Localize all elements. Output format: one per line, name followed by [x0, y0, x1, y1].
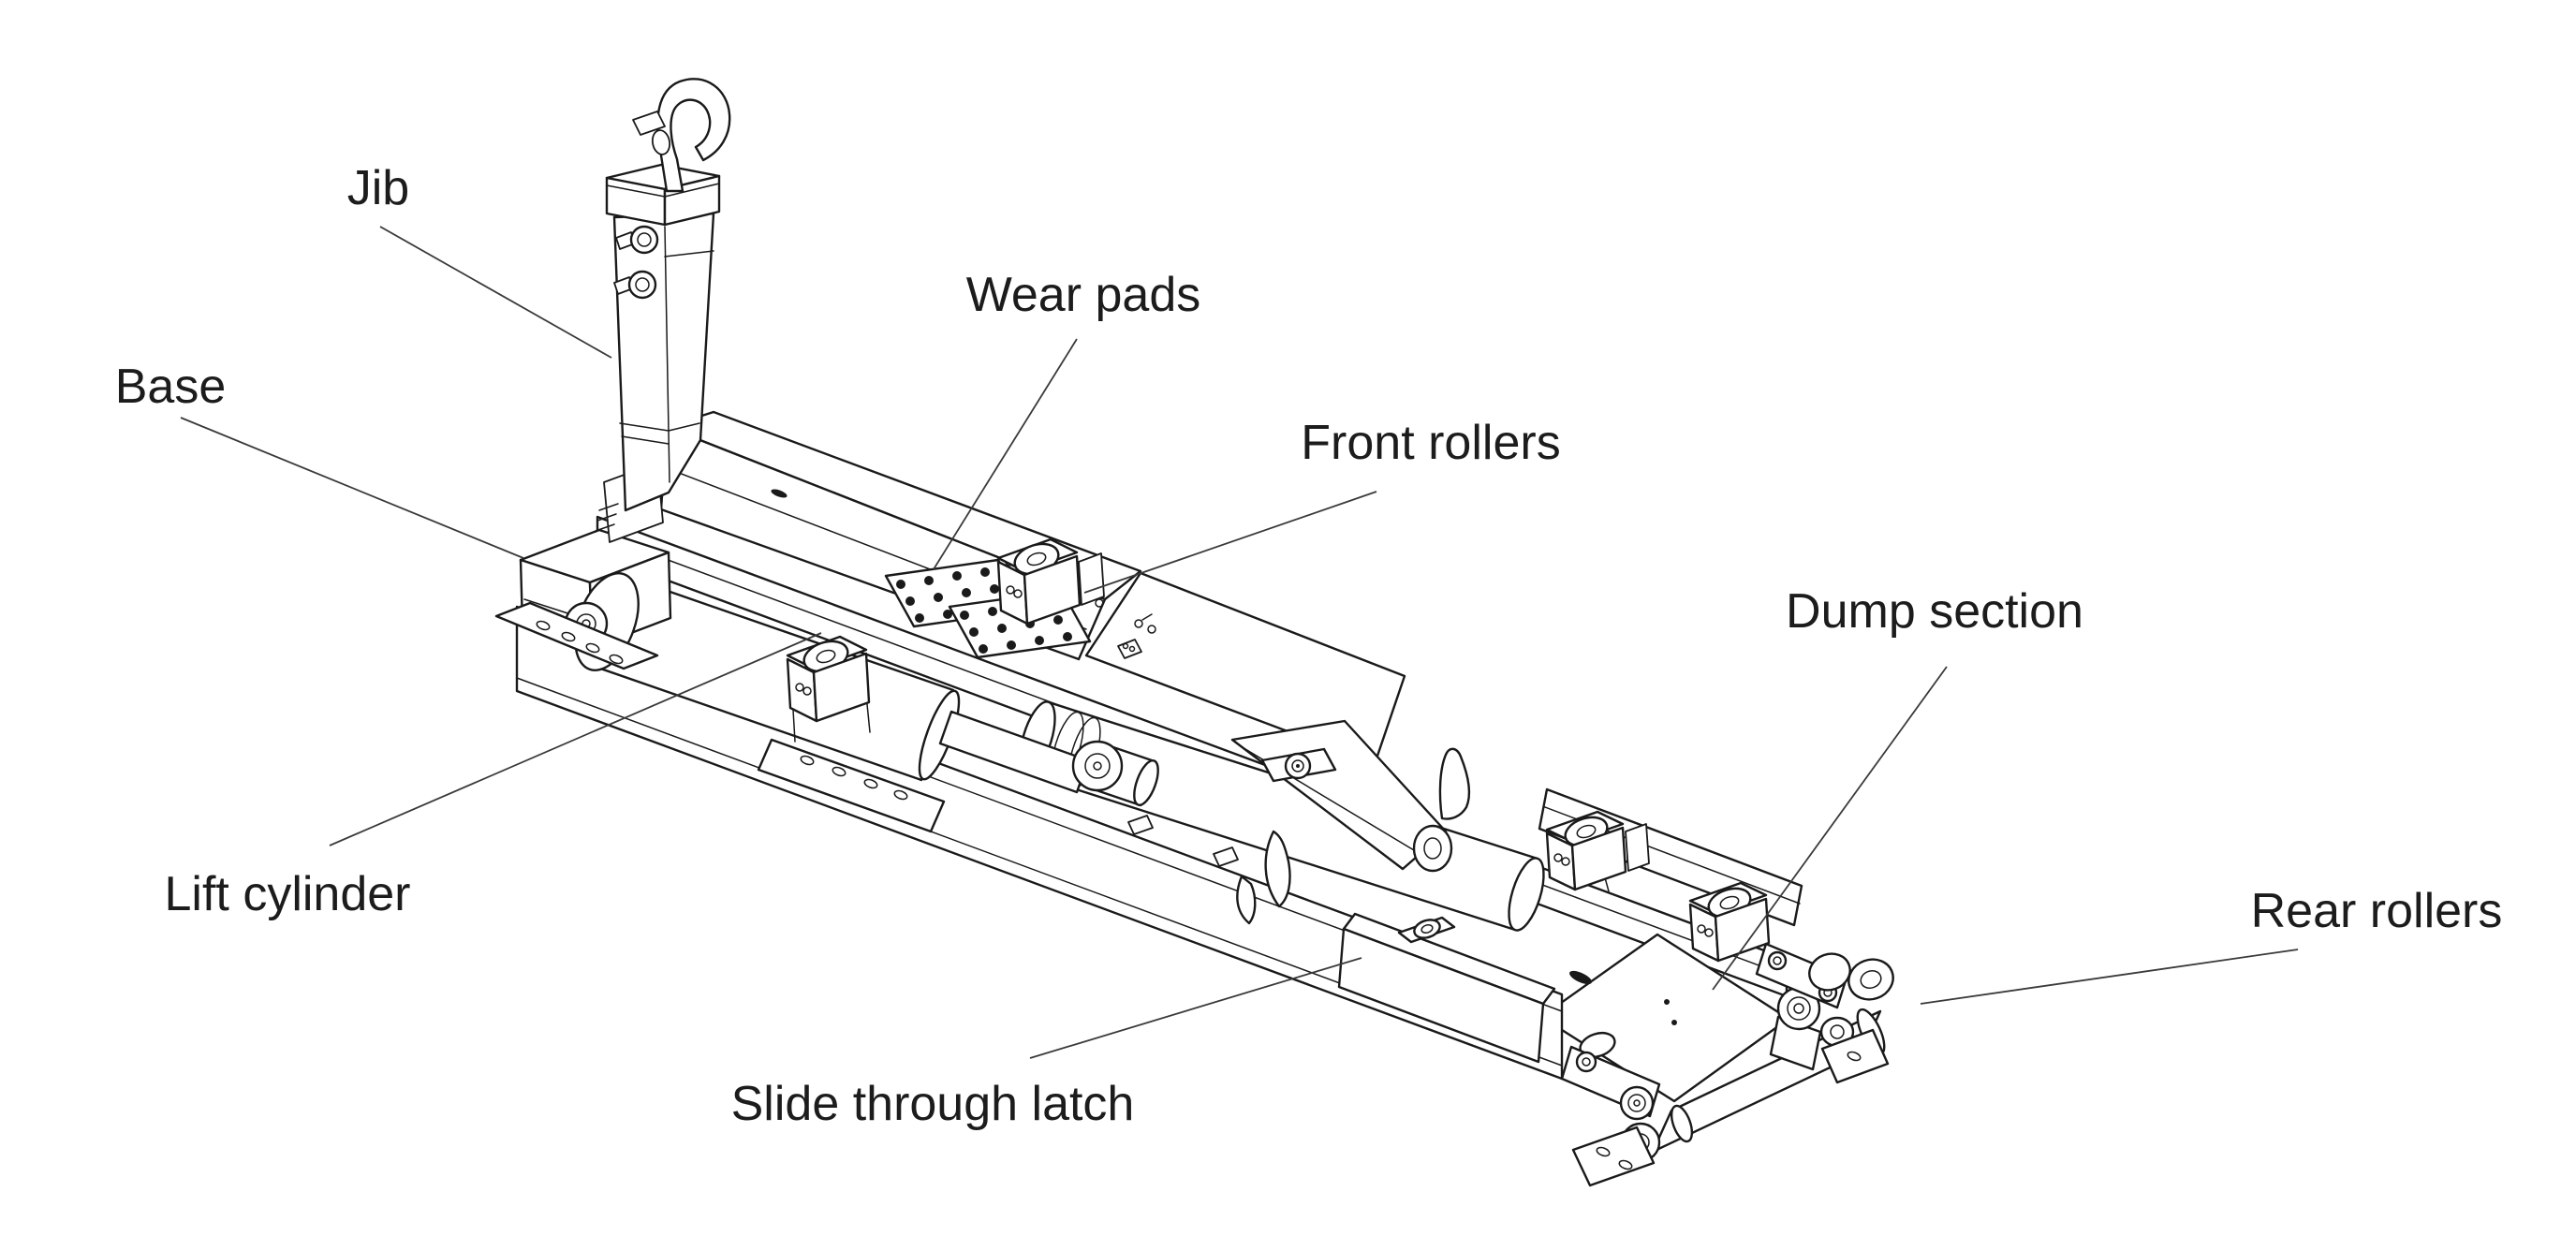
leader-line-rear-rollers [1920, 949, 2299, 1005]
label-dump-section: Dump section [1786, 584, 2083, 639]
leader-line-wear-pads [933, 338, 1078, 570]
label-base: Base [115, 360, 227, 414]
front-foot-plate [494, 601, 659, 670]
latch-fin-a [1264, 830, 1291, 908]
rear-foot-plate-2 [1820, 1028, 1890, 1084]
boom-rail-bracket [1117, 639, 1142, 659]
leader-line-base [180, 417, 524, 559]
rear-rollers-cluster [1560, 942, 1894, 1187]
rear-foot-plate-1 [1571, 1126, 1656, 1187]
leader-line-dump-section [1712, 666, 1948, 991]
rear-pivot-bracket [1769, 986, 1822, 1071]
leader-line-jib [379, 226, 612, 359]
leader-line-lift-cylinder [329, 632, 822, 846]
guide-fin [1438, 747, 1471, 820]
far-roller-bracket-2 [1688, 881, 1771, 963]
hook-arm-assembly [1230, 719, 1471, 925]
rear-rocker-link-lower [1560, 1031, 1661, 1121]
leader-line-front-rollers [1083, 491, 1377, 594]
arm-top-plate [1260, 747, 1337, 783]
label-rear-rollers: Rear rollers [2251, 884, 2503, 938]
hook-icon [632, 78, 731, 193]
latch-guide-bracket [1397, 916, 1456, 944]
telescope-cylinder [1019, 700, 1545, 932]
dump-section-plate [1539, 933, 1790, 1103]
far-roller-bracket-1 [1545, 810, 1650, 891]
cylinder-rod-end [1071, 740, 1159, 807]
label-lift-cylinder: Lift cylinder [165, 867, 411, 921]
front-roller-bracket [996, 537, 1105, 625]
jib-assembly [595, 78, 731, 543]
rear-roller-a [1808, 952, 1894, 1001]
mid-roller-bracket [757, 635, 946, 833]
label-slide-through-latch: Slide through latch [731, 1077, 1135, 1131]
label-front-rollers: Front rollers [1301, 416, 1560, 470]
slide-through-latch-box [1337, 912, 1556, 1064]
label-jib: Jib [347, 161, 409, 215]
latch-fin-b [1236, 875, 1257, 925]
jib-bolt-1 [615, 225, 659, 255]
label-wear-pads: Wear pads [966, 268, 1201, 322]
jib-bolt-2 [613, 270, 657, 300]
mid-foot-plate [757, 738, 946, 833]
leader-line-slide-through-latch [1029, 957, 1362, 1059]
